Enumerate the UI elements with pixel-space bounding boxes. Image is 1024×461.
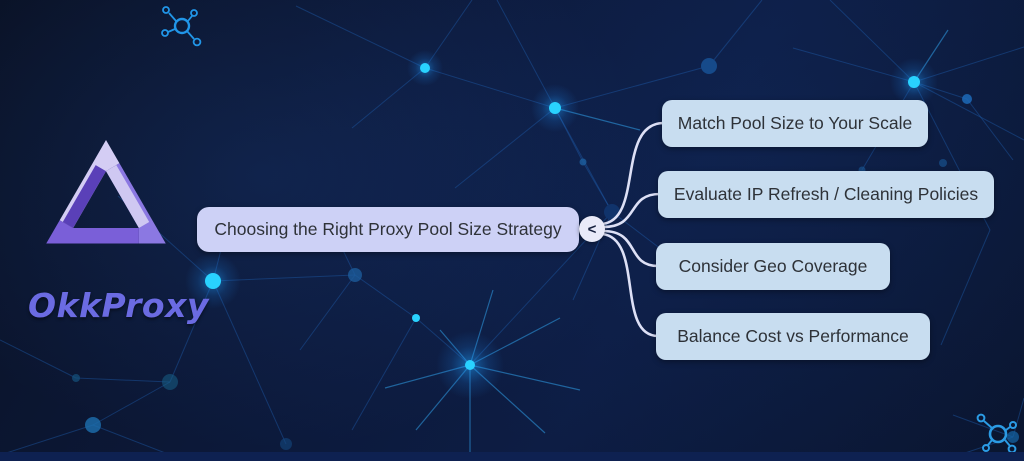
collapse-toggle-glyph: < [587,220,597,238]
mindmap-child-node-3[interactable]: Consider Geo Coverage [656,243,890,290]
mindmap-child-node-1[interactable]: Match Pool Size to Your Scale [662,100,928,147]
mindmap-child-node-4[interactable]: Balance Cost vs Performance [656,313,930,360]
root-node-label: Choosing the Right Proxy Pool Size Strat… [214,219,562,239]
penrose-triangle-icon [46,140,166,244]
child-node-label: Match Pool Size to Your Scale [677,113,913,133]
bottom-accent-bar [0,452,1024,461]
dim-network-nodes [72,58,1019,450]
bright-network-nodes [205,63,920,370]
child-node-label: Evaluate IP Refresh / Cleaning Policies [673,184,979,204]
child-node-label: Balance Cost vs Performance [677,326,909,346]
mindmap-root-node[interactable]: Choosing the Right Proxy Pool Size Strat… [197,207,579,252]
collapse-toggle-button[interactable]: < [579,216,605,242]
brand-name: OkkProxy [28,286,209,325]
molecule-icon [976,413,1017,454]
mindmap-child-node-2[interactable]: Evaluate IP Refresh / Cleaning Policies [658,171,994,218]
molecule-icon [161,6,202,47]
connector-lines [600,121,666,338]
child-node-label: Consider Geo Coverage [678,256,868,276]
